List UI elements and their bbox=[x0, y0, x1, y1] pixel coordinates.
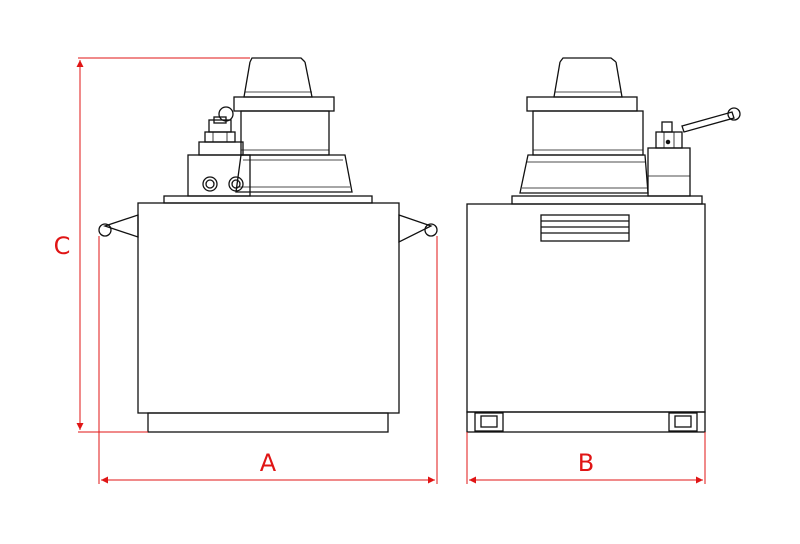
lever-knob-icon[interactable] bbox=[727, 107, 741, 121]
side-main-box bbox=[466, 203, 706, 413]
right-handle bbox=[398, 214, 438, 244]
side-top-plate bbox=[511, 195, 703, 205]
side-valve bbox=[647, 121, 691, 197]
side-top-cap bbox=[526, 57, 638, 112]
left-handle bbox=[98, 214, 139, 238]
vent-grille bbox=[540, 214, 630, 242]
port-fitting-icon bbox=[228, 176, 244, 192]
dimension-b-label: B bbox=[578, 449, 594, 477]
dimension-lines bbox=[76, 57, 706, 484]
gauge-knob-icon bbox=[218, 106, 234, 122]
port-fitting-icon bbox=[202, 176, 218, 192]
front-top-cap bbox=[233, 57, 335, 112]
front-base bbox=[147, 412, 389, 433]
side-view bbox=[466, 57, 741, 433]
dimension-c-label: C bbox=[54, 232, 71, 260]
side-feet bbox=[466, 411, 706, 433]
dimension-a-label: A bbox=[260, 449, 277, 477]
front-top-plate bbox=[163, 195, 373, 204]
valve-lever[interactable] bbox=[681, 107, 741, 133]
front-view bbox=[98, 57, 438, 433]
front-cylinder bbox=[235, 110, 353, 193]
side-cylinder bbox=[519, 110, 649, 194]
front-main-box bbox=[137, 202, 400, 414]
